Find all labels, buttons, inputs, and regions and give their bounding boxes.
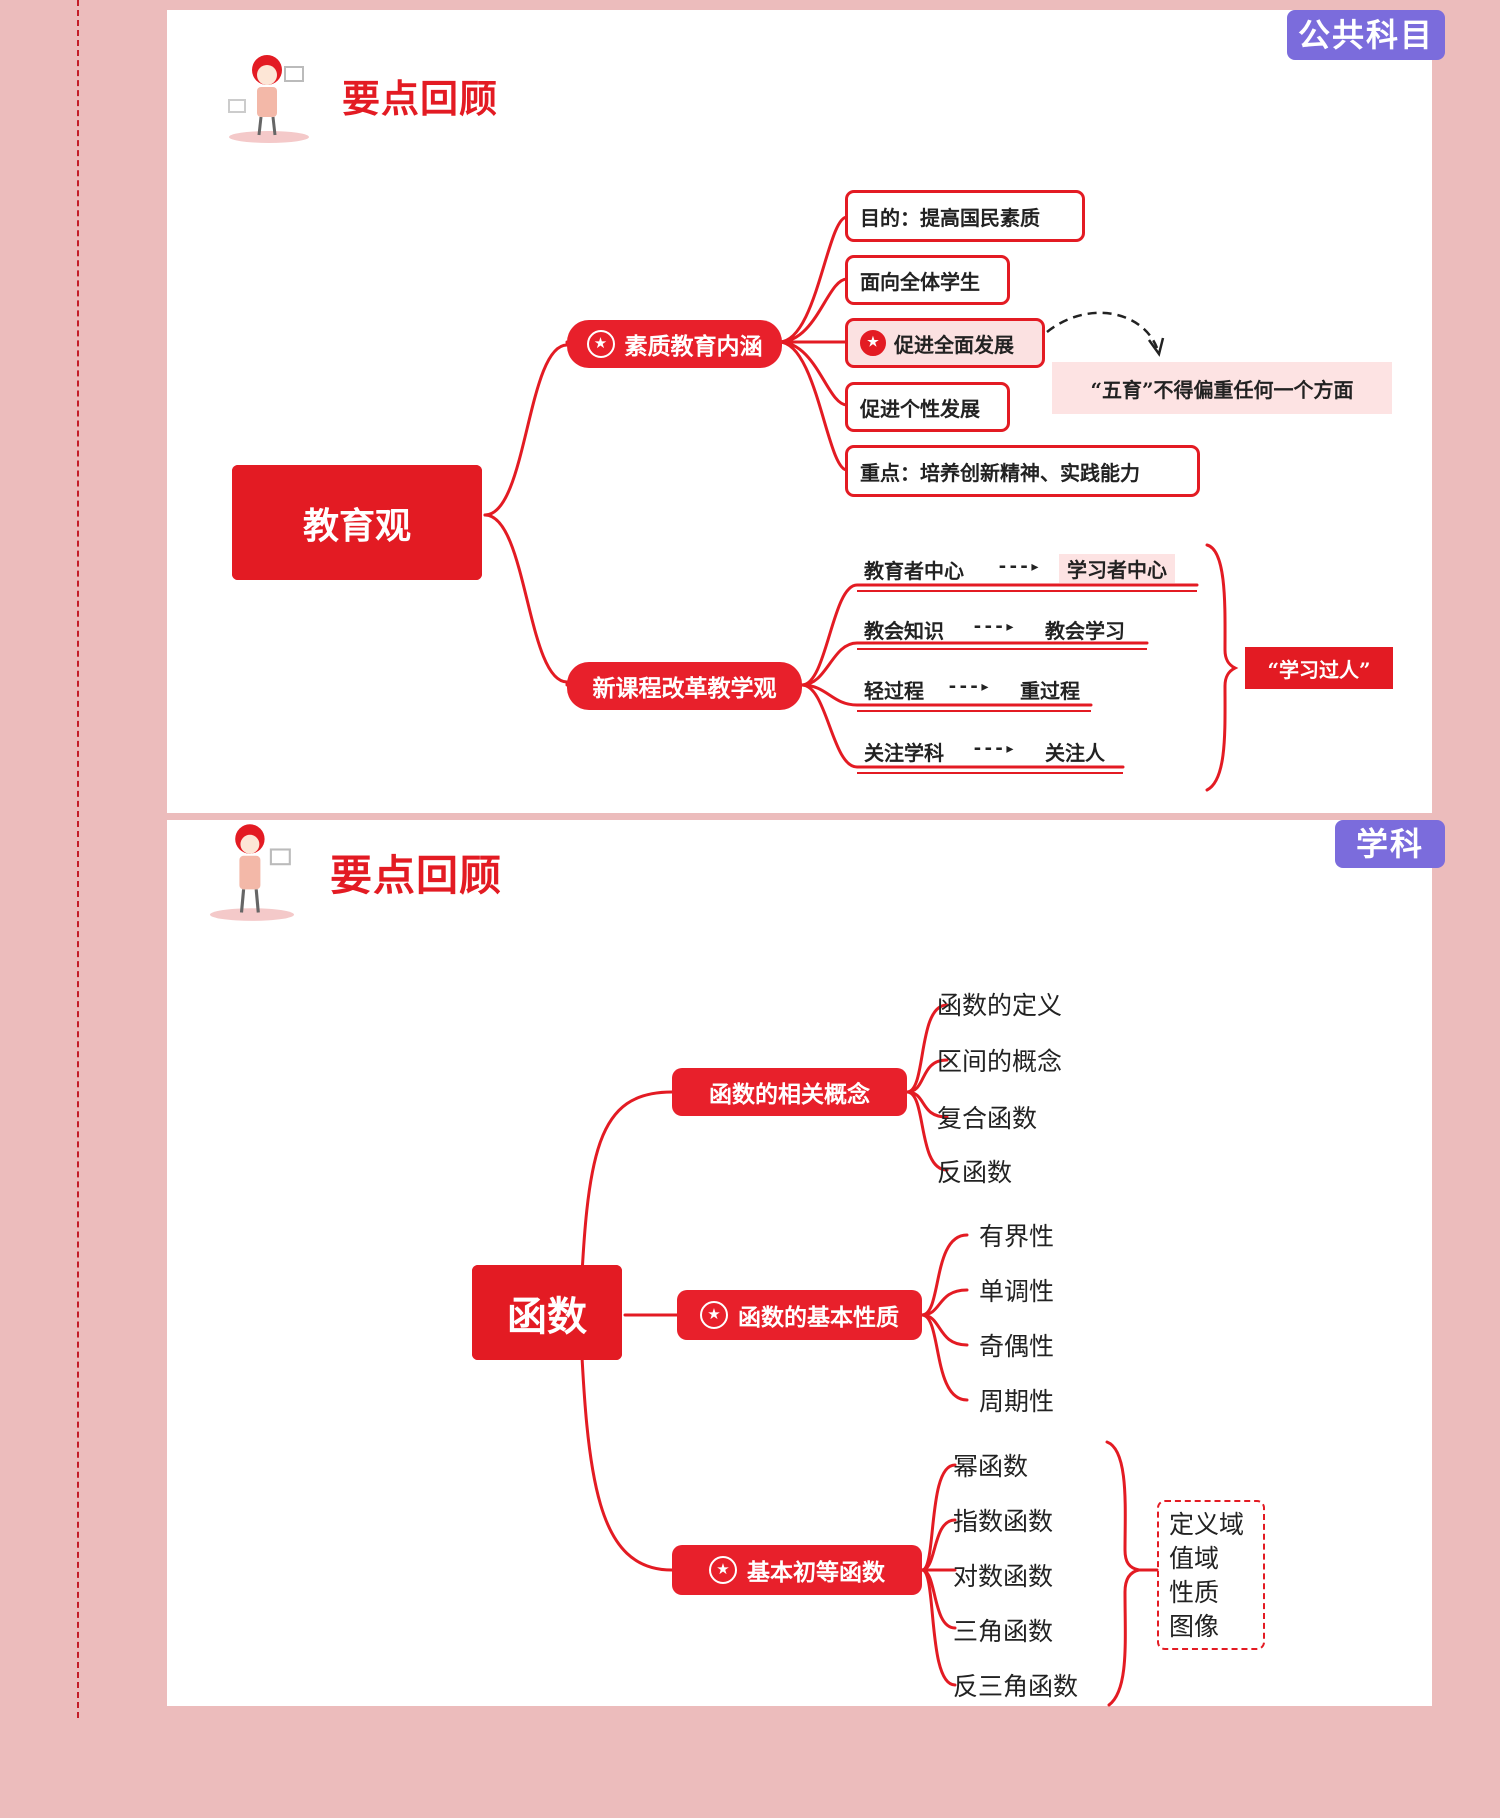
elementary-item: 指数函数 — [953, 1507, 1054, 1536]
star-icon: ★ — [586, 330, 615, 358]
panel-functions: 学科 要点回顾 函数 函数的相关概念 ★ 函数的基本性质 ★ 基本初等函数 函数… — [167, 820, 1445, 1707]
property-item: 单调性 — [979, 1277, 1055, 1306]
property-item: 奇偶性 — [979, 1332, 1055, 1361]
student-mascot-icon — [210, 824, 294, 921]
reform-from-1: 教会知识 — [864, 619, 944, 643]
branch-quality-education: ★ 素质教育内涵 — [567, 320, 782, 368]
quality-item-focus: 重点：培养创新精神、实践能力 — [845, 445, 1200, 497]
quality-item-all-students: 面向全体学生 — [845, 255, 1010, 305]
reform-from-0: 教育者中心 — [864, 559, 964, 583]
section-title: 要点回顾 — [342, 77, 499, 121]
elementary-item: 幂函数 — [953, 1452, 1029, 1481]
branch-curriculum-reform: 新课程改革教学观 — [567, 662, 802, 710]
branch-concepts: 函数的相关概念 — [672, 1068, 907, 1116]
quality-item-all-round: ★ 促进全面发展 — [845, 318, 1045, 368]
branch-properties: ★ 函数的基本性质 — [677, 1290, 922, 1340]
reform-from-2: 轻过程 — [864, 679, 924, 703]
dashed-arrow: ---▸ — [947, 676, 991, 697]
elementary-item: 反三角函数 — [953, 1672, 1079, 1701]
star-icon: ★ — [700, 1301, 728, 1329]
summary-tag: “学习过人” — [1245, 647, 1393, 689]
branch-elementary: ★ 基本初等函数 — [672, 1545, 922, 1595]
concept-item: 反函数 — [937, 1158, 1013, 1187]
reform-to-1: 教会学习 — [1045, 619, 1125, 643]
branch-label: 基本初等函数 — [747, 1560, 885, 1586]
property-item: 周期性 — [979, 1387, 1055, 1416]
elementary-item: 三角函数 — [953, 1617, 1054, 1646]
education-mindmap-lines — [483, 215, 1239, 792]
reform-to-2: 重过程 — [1020, 679, 1080, 703]
margin-dashed-line — [77, 0, 79, 1718]
quality-item-all-round-label: 促进全面发展 — [894, 332, 1014, 357]
aspects-dashed-box: 定义域 值域 性质 图像 — [1157, 1500, 1265, 1650]
aspect-item: 性质 — [1169, 1578, 1220, 1607]
subject-tag: 公共科目 — [1287, 10, 1445, 60]
star-icon: ★ — [860, 330, 886, 356]
dashed-arrow: ---▸ — [997, 556, 1041, 577]
aspect-item: 值域 — [1169, 1544, 1220, 1573]
section-title: 要点回顾 — [330, 851, 503, 900]
root-node-education-view: 教育观 — [232, 465, 482, 580]
elementary-item: 对数函数 — [953, 1562, 1054, 1591]
concept-item: 区间的概念 — [937, 1047, 1063, 1076]
branch-label: 素质教育内涵 — [624, 334, 763, 360]
reform-from-3: 关注学科 — [864, 741, 944, 765]
quality-item-individuality: 促进个性发展 — [845, 382, 1010, 432]
panel-education-view: 公共科目 要点回顾 教育观 ★ 素质教育内涵 目的：提高国民素质 面向全体学生 … — [167, 10, 1445, 813]
subject-tag: 学科 — [1335, 820, 1445, 868]
functions-mindmap-lines — [578, 1003, 1159, 1707]
dashed-arrow: ---▸ — [972, 738, 1016, 759]
reform-to-0: 学习者中心 — [1059, 554, 1175, 583]
branch-label: 函数的基本性质 — [738, 1305, 899, 1331]
aspect-item: 图像 — [1169, 1612, 1220, 1641]
concept-item: 复合函数 — [937, 1104, 1038, 1133]
dashed-arrow: ---▸ — [972, 616, 1016, 637]
reform-to-3: 关注人 — [1045, 741, 1105, 765]
quality-item-purpose: 目的：提高国民素质 — [845, 190, 1085, 242]
star-icon: ★ — [709, 1556, 737, 1584]
aspect-item: 定义域 — [1169, 1510, 1245, 1539]
root-node-functions: 函数 — [472, 1265, 622, 1360]
five-education-note: “五育”不得偏重任何一个方面 — [1052, 362, 1392, 414]
student-mascot-icon — [228, 55, 309, 143]
concept-item: 函数的定义 — [937, 991, 1063, 1020]
property-item: 有界性 — [979, 1222, 1055, 1251]
